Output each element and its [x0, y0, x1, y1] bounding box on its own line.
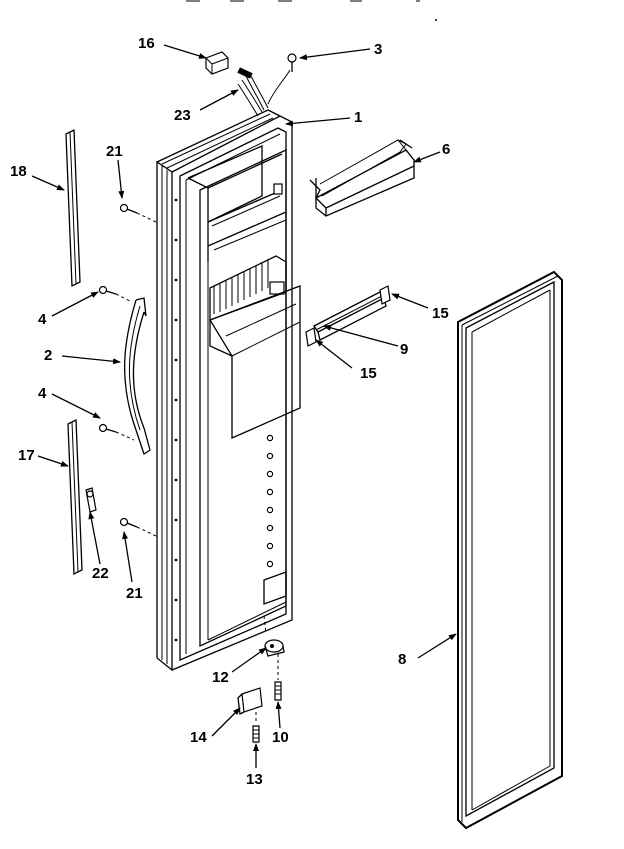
scan-marks	[186, 0, 437, 21]
screw-13	[252, 712, 260, 743]
label-23: 23	[174, 107, 191, 124]
wiring-harness	[237, 67, 269, 117]
door-gasket	[457, 270, 563, 830]
connector-part	[205, 51, 229, 75]
part-labels: 16 3 23 1 6 21 18 4 15 9 2 15 4 17 22 21…	[10, 35, 450, 788]
door-bin	[309, 139, 415, 217]
label-14: 14	[190, 729, 207, 746]
label-6: 6	[442, 141, 450, 158]
label-18: 18	[10, 163, 27, 180]
screw-4-upper	[98, 285, 133, 303]
label-8: 8	[398, 651, 406, 668]
label-4-lower: 4	[38, 385, 47, 402]
label-1: 1	[354, 109, 362, 126]
screw-21-upper	[119, 203, 157, 223]
label-16: 16	[138, 35, 155, 52]
plug-part	[85, 487, 97, 513]
dispenser-chute	[209, 285, 301, 439]
screw-21-lower	[119, 517, 157, 537]
end-cap-lower	[305, 327, 317, 347]
label-13: 13	[246, 771, 263, 788]
leader-lines	[31, 44, 457, 768]
clip-part	[267, 53, 297, 105]
label-9: 9	[400, 341, 408, 358]
label-2: 2	[44, 347, 52, 364]
label-15-lower: 15	[360, 365, 377, 382]
screw-4-lower	[98, 423, 135, 441]
label-12: 12	[212, 669, 229, 686]
trim-upper	[65, 128, 81, 288]
dispenser-grille	[209, 255, 287, 321]
label-15-upper: 15	[432, 305, 449, 322]
trim-lower	[67, 418, 83, 576]
label-4-upper: 4	[38, 311, 47, 328]
door-handle	[124, 297, 151, 456]
label-21-upper: 21	[106, 143, 123, 160]
freezer-door-panel	[156, 109, 301, 672]
label-21-lower: 21	[126, 585, 143, 602]
label-22: 22	[92, 565, 109, 582]
end-cap-upper	[379, 285, 391, 305]
label-17: 17	[18, 447, 35, 464]
screw-10	[274, 654, 282, 701]
label-10: 10	[272, 729, 289, 746]
bracket-part	[237, 687, 263, 715]
label-3: 3	[374, 41, 382, 58]
